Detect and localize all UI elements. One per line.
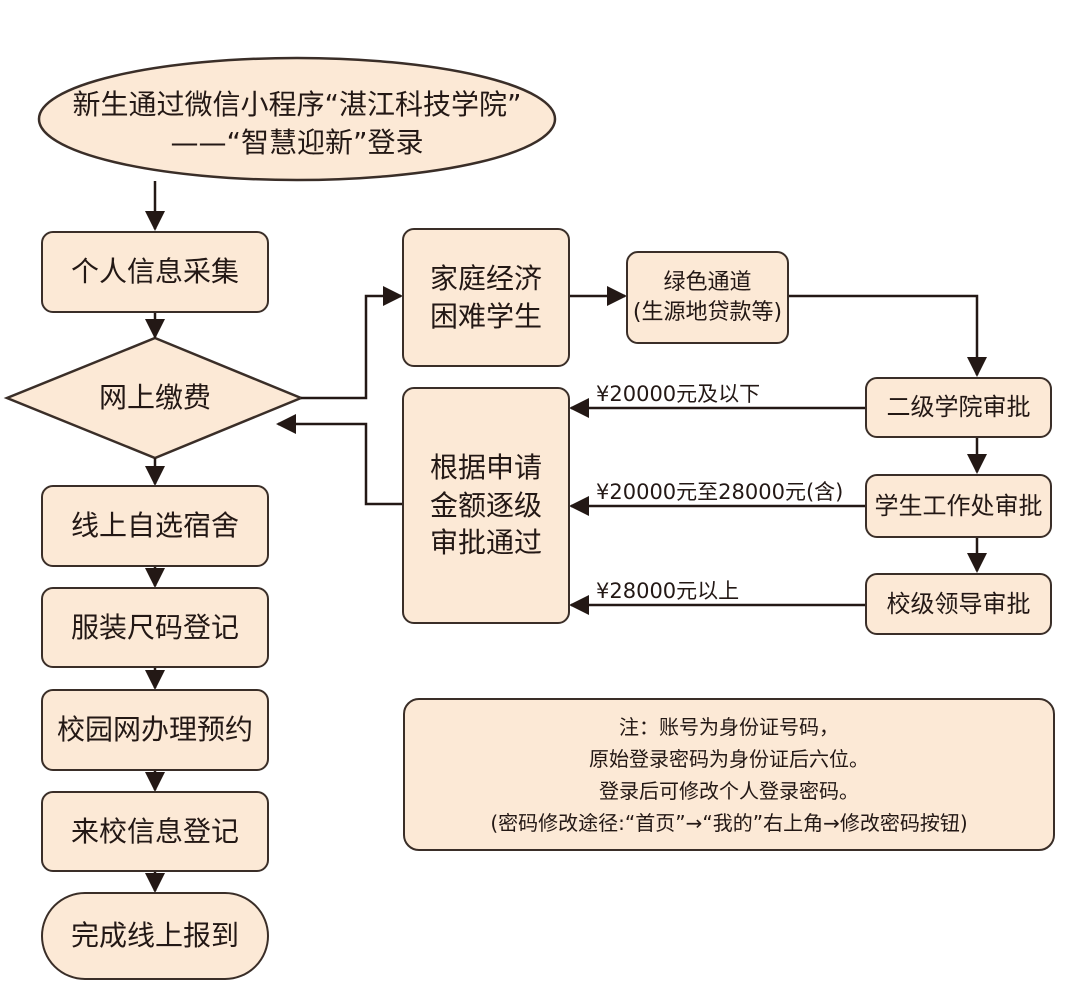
student-affairs-approval-node: 学生工作处审批 — [865, 474, 1052, 538]
step-dorm-select: 线上自选宿舍 — [41, 485, 269, 567]
arrow-payment-to-needy — [301, 286, 403, 400]
start-node: 新生通过微信小程序“湛江科技学院” ——“智慧迎新”登录 — [72, 88, 522, 159]
note-box: 注：账号为身份证号码， 原始登录密码为身份证后六位。 登录后可修改个人登录密码。… — [403, 698, 1055, 851]
amount-label-tier2: ¥20000元至28000元(含) — [596, 480, 844, 504]
step-info-collect: 个人信息采集 — [41, 231, 269, 313]
note-line-2: 原始登录密码为身份证后六位。 — [589, 746, 869, 771]
start-ellipse — [37, 56, 557, 182]
step-arrival-register: 来校信息登记 — [41, 791, 269, 872]
leader-approval-node: 校级领导审批 — [865, 573, 1052, 635]
arrow-green-to-college — [789, 294, 987, 377]
step-uniform-size: 服装尺码登记 — [41, 587, 269, 668]
note-line-3: 登录后可修改个人登录密码。 — [599, 778, 859, 803]
needy-students-node: 家庭经济 困难学生 — [402, 228, 570, 367]
amount-label-tier3: ¥28000元以上 — [596, 579, 740, 603]
note-line-4: (密码修改途径:“首页”→“我的”右上角→修改密码按钮) — [490, 810, 968, 835]
step-campus-network: 校园网办理预约 — [41, 689, 269, 771]
step-online-payment: 网上缴费 — [98, 381, 211, 414]
approved-node: 根据申请 金额逐级 审批通过 — [402, 387, 570, 624]
note-line-1: 注：账号为身份证号码， — [619, 714, 839, 739]
arrow-approved-to-payment — [276, 414, 402, 506]
step-finish: 完成线上报到 — [41, 892, 269, 980]
green-channel-node: 绿色通道 (生源地贷款等) — [626, 251, 789, 344]
college-approval-node: 二级学院审批 — [865, 377, 1052, 438]
amount-label-tier1: ¥20000元及以下 — [596, 382, 761, 406]
